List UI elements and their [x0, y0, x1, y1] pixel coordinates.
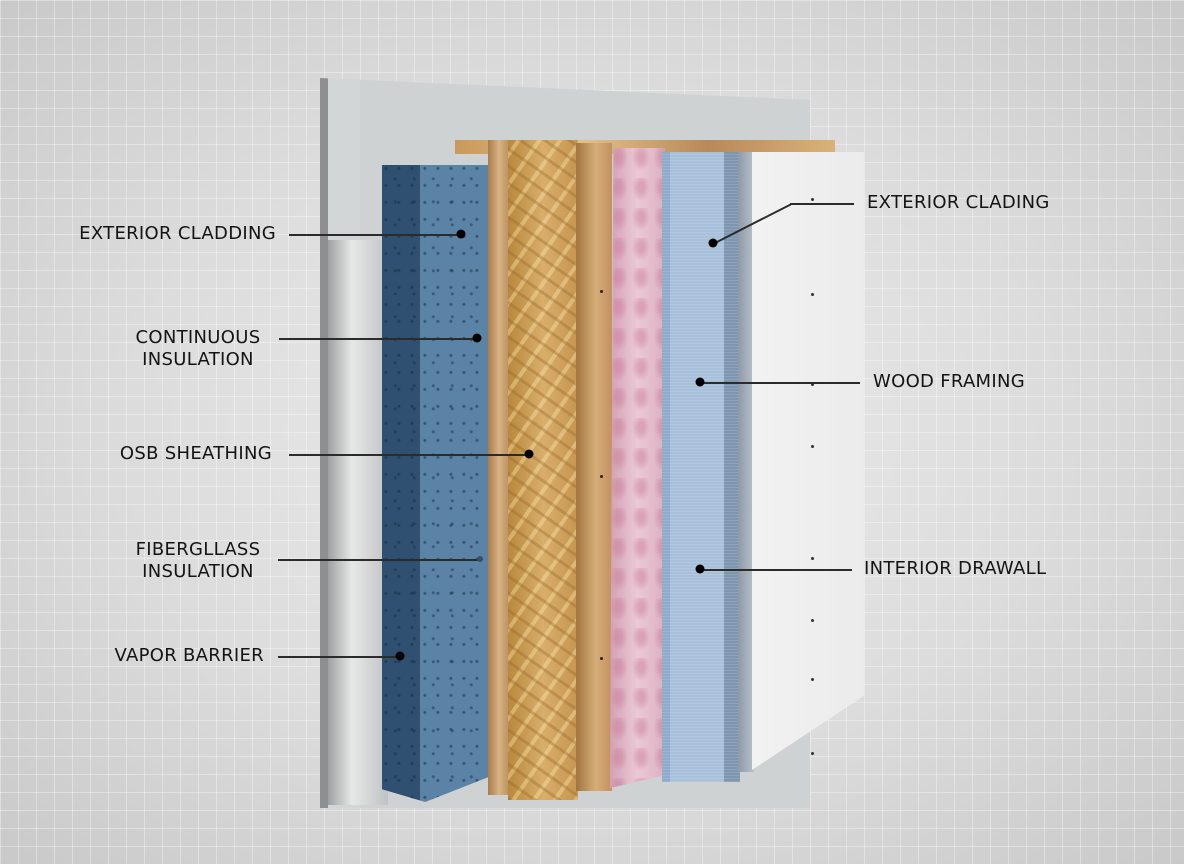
fastener-dot [811, 445, 814, 448]
label-continuous-insulation: CONTINUOUS INSULATION [128, 327, 268, 371]
callout-pin [695, 377, 705, 387]
callout-pin [477, 556, 483, 562]
leader-line [278, 656, 400, 658]
osb-sheathing-layer [508, 140, 578, 800]
callout-pin [524, 449, 534, 459]
drywall-edge [738, 152, 754, 772]
leader-line [278, 559, 480, 561]
callout-pin [708, 238, 718, 248]
label-interior-drawall: INTERIOR DRAWALL [864, 558, 1047, 579]
vapor-barrier-board-layer [662, 152, 740, 782]
stud-nail-dot [600, 657, 603, 660]
label-osb-sheathing: OSB SHEATHING [119, 443, 272, 464]
leader-line [289, 234, 461, 236]
callout-pin [472, 333, 482, 343]
stud-nail-dot [600, 290, 603, 293]
fiberglass-insulation-layer [610, 148, 665, 788]
fastener-dot [811, 678, 814, 681]
leader-line [700, 382, 860, 384]
fastener-dot [811, 619, 814, 622]
callout-pin [456, 229, 466, 239]
label-line: INSULATION [142, 561, 254, 582]
leader-line [279, 338, 477, 340]
label-exterior-cladding: EXTERIOR CLADDING [79, 223, 276, 244]
continuous-insulation-layer [382, 165, 490, 802]
label-exterior-clading: EXTERIOR CLADING [867, 192, 1050, 213]
wood-stud-layer-2 [576, 143, 612, 791]
stud-nail-dot [600, 475, 603, 478]
label-wood-framing: WOOD FRAMING [873, 371, 1026, 392]
label-line: FIBERGLLASS [135, 539, 261, 560]
interior-drywall-layer [752, 152, 864, 770]
fastener-dot [811, 293, 814, 296]
label-vapor-barrier: VAPOR BARRIER [114, 645, 264, 666]
fastener-dot [811, 383, 814, 386]
wood-stud-layer [488, 140, 510, 795]
label-line: CONTINUOUS [135, 327, 261, 348]
label-line: INSULATION [142, 349, 254, 370]
callout-pin [395, 651, 405, 661]
leader-line [790, 203, 854, 205]
fastener-dot [811, 198, 814, 201]
callout-pin [695, 564, 705, 574]
leader-line [289, 454, 529, 456]
fastener-dot [811, 752, 814, 755]
label-fiberglass-insulation: FIBERGLLASS INSULATION [128, 539, 268, 583]
leader-line [700, 569, 852, 571]
fastener-dot [811, 557, 814, 560]
exterior-cladding-edge [328, 240, 388, 805]
